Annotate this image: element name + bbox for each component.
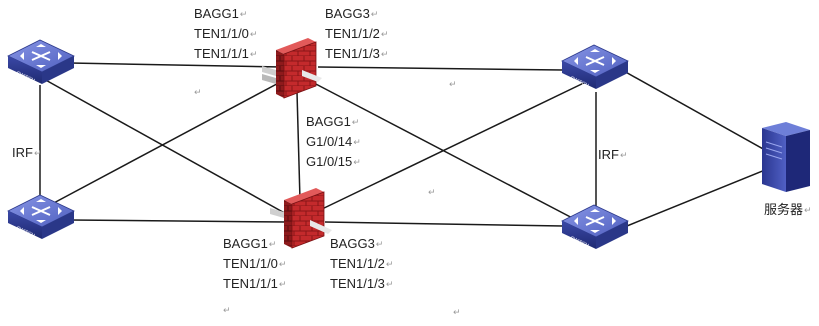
port-label: TEN1/1/3 [330,276,385,291]
link-fw2-sw4 [324,221,564,227]
irf-label-right: IRF↵ [598,147,628,162]
port-label: TEN1/1/0 [194,26,249,41]
link-fw1-sw4 [311,81,581,223]
fw-bottom-left-labels: BAGG1↵ TEN1/1/0↵ TEN1/1/1↵ [223,236,287,291]
paragraph-mark: ↵ [428,188,436,198]
irf-label-left: IRF↵ [12,145,42,160]
switch-icon-sw4: SWITCH [561,204,629,249]
fw-top-left-labels: BAGG1↵ TEN1/1/0↵ TEN1/1/1↵ [194,6,258,61]
connection-lines [39,62,766,229]
port-label: TEN1/1/2 [325,26,380,41]
bagg-label: BAGG1 [306,114,351,129]
switch-icon-sw2: SWITCH [7,194,75,239]
fw-top-right-labels: BAGG3↵ TEN1/1/2↵ TEN1/1/3↵ [325,6,389,61]
port-label: TEN1/1/2 [330,256,385,271]
port-label: TEN1/1/1 [223,276,278,291]
bagg-label: BAGG1 [223,236,268,251]
port-label: G1/0/14 [306,134,353,149]
port-label: TEN1/1/1 [194,46,249,61]
link-fw2-sw3 [319,79,591,211]
link-sw2-fw1 [49,77,289,206]
switch-icon-sw1: SWITCH [7,39,75,84]
firewall-icon-bottom [270,188,332,249]
link-sw1-fw1 [69,62,283,68]
server-label: 服务器↵ [764,202,812,217]
port-label: TEN1/1/0 [223,256,278,271]
paragraph-mark: ↵ [453,308,461,318]
switch-icon-sw3: SWITCH [561,44,629,89]
fw-bottom-right-labels: BAGG3↵ TEN1/1/2↵ TEN1/1/3↵ [330,236,394,291]
paragraph-mark: ↵ [223,306,231,316]
bagg-label: BAGG1 [194,6,239,21]
link-sw4-server [621,169,766,229]
paragraph-mark: ↵ [194,88,202,98]
bagg-label: BAGG3 [325,6,370,21]
fw-middle-labels: BAGG1↵ G1/0/14↵ G1/0/15↵ [306,114,361,169]
link-sw3-server [621,69,766,151]
port-label: TEN1/1/3 [325,46,380,61]
port-label: G1/0/15 [306,154,353,169]
paragraph-mark: ↵ [449,80,457,90]
firewall-icon-top [262,38,322,99]
bagg-label: BAGG3 [330,236,375,251]
link-sw1-fw2 [41,77,291,217]
link-fw1-fw2 [296,91,301,201]
server-icon [762,122,810,192]
link-sw2-fw2 [69,219,289,223]
link-fw1-sw3 [317,66,564,71]
